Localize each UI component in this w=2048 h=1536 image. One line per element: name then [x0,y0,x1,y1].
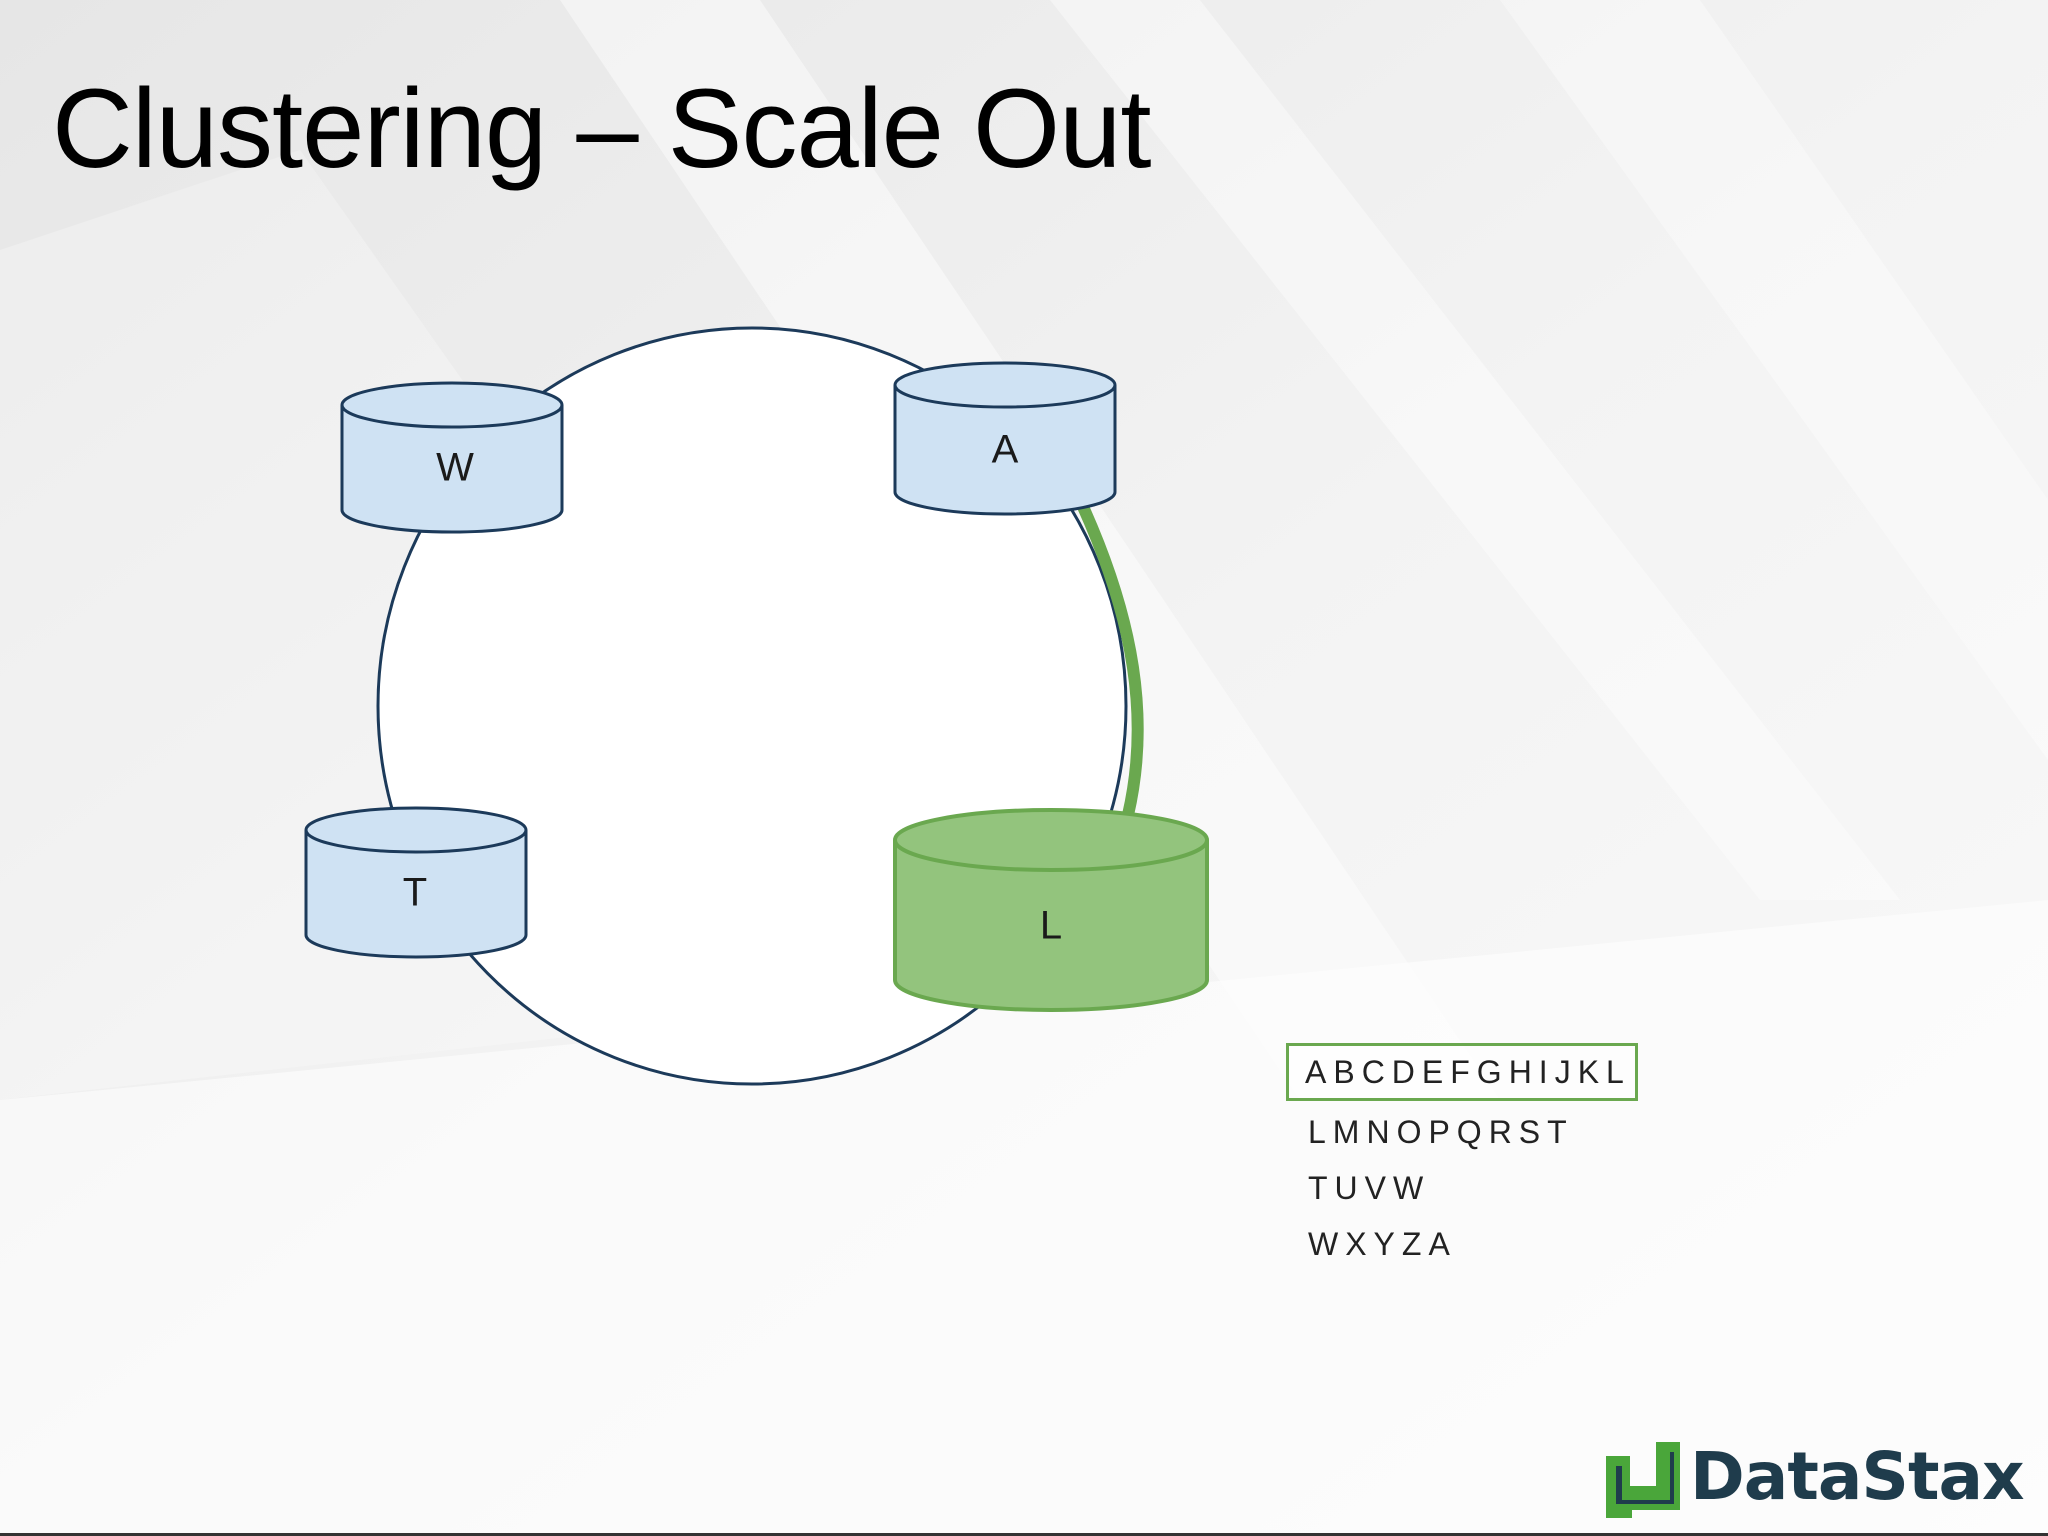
token-range-row: TUVW [1308,1170,1431,1206]
node-l-label: L [1040,904,1062,948]
token-range-row: WXYZA [1308,1226,1457,1262]
node-a-label: A [992,428,1019,472]
datastax-mark-icon [1606,1442,1680,1518]
node-w-label: W [436,446,474,490]
ring-segment-a-to-l [1074,494,1144,821]
node-l[interactable]: L [893,808,1209,1012]
token-range-list: ABCDEFGHIJKL LMNOPQRST TUVW WXYZA [1286,1043,1638,1272]
node-t[interactable]: T [304,806,528,959]
node-w[interactable]: W [340,381,564,534]
token-range-row: ABCDEFGHIJKL [1286,1043,1638,1101]
token-range-row: LMNOPQRST [1308,1114,1574,1150]
slide-title: Clustering – Scale Out [52,66,1152,191]
node-a[interactable]: A [893,361,1117,516]
datastax-logo-text: DataStax [1690,1437,2025,1515]
datastax-logo: DataStax [1602,1434,2025,1518]
node-t-label: T [403,871,427,915]
slide-bottom-border [0,1533,2048,1536]
